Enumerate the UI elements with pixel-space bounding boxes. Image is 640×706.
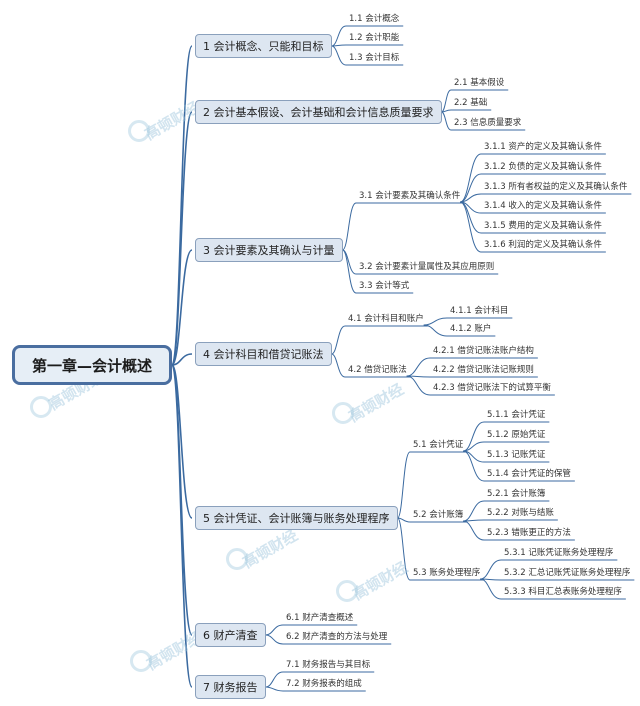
topic-1-3[interactable]: 1.3 会计目标 — [349, 53, 400, 63]
topic-4-2-3[interactable]: 4.2.3 借贷记账法下的试算平衡 — [433, 383, 551, 393]
connector-line — [463, 450, 485, 482]
connector-line — [331, 353, 346, 378]
branch-1-node[interactable]: 1 会计概念、只能和目标 — [195, 34, 332, 58]
topic-5-2-2[interactable]: 5.2.2 对账与结账 — [487, 508, 554, 518]
connector-line — [331, 325, 346, 355]
branch-4-node[interactable]: 4 会计科目和借贷记账法 — [195, 342, 332, 366]
topic-7-2[interactable]: 7.2 财务报表的组成 — [286, 679, 362, 689]
topic-5-3-2[interactable]: 5.3.2 汇总记账凭证账务处理程序 — [504, 568, 631, 578]
topic-5-2-3[interactable]: 5.2.3 错账更正的方法 — [487, 528, 571, 538]
topic-5-1-2[interactable]: 5.1.2 原始凭证 — [487, 430, 546, 440]
branch-3-node[interactable]: 3 会计要素及其确认与计量 — [195, 238, 343, 262]
connector-line — [331, 25, 347, 47]
topic-4-1-1[interactable]: 4.1.1 会计科目 — [450, 306, 509, 316]
connector-line — [342, 249, 357, 275]
topic-1-1[interactable]: 1.1 会计概念 — [349, 14, 400, 24]
connector-line — [265, 686, 284, 692]
topic-5-1-4[interactable]: 5.1.4 会计凭证的保管 — [487, 469, 571, 479]
connector-line — [460, 153, 482, 203]
topic-5-1-1[interactable]: 5.1.1 会计凭证 — [487, 410, 546, 420]
topic-4-1-2[interactable]: 4.1.2 账户 — [450, 324, 492, 334]
connector-line — [463, 441, 485, 452]
connector-line — [423, 317, 448, 326]
connector-line — [171, 364, 193, 688]
topic-3-3[interactable]: 3.3 会计等式 — [359, 281, 410, 291]
topic-2-1[interactable]: 2.1 基本假设 — [454, 78, 505, 88]
watermark-logo-icon — [336, 580, 358, 602]
connector-line — [480, 559, 502, 580]
topic-5-2[interactable]: 5.2 会计账簿 — [413, 510, 464, 520]
branch-5-node[interactable]: 5 会计凭证、会计账簿与账务处理程序 — [195, 506, 398, 530]
connector-line — [342, 249, 357, 294]
topic-4-2-2[interactable]: 4.2.2 借贷记账法记账规则 — [433, 365, 534, 375]
watermark-logo-icon — [128, 120, 150, 142]
connector-line — [397, 517, 411, 581]
topic-5-1[interactable]: 5.1 会计凭证 — [413, 440, 464, 450]
connector-line — [265, 671, 284, 688]
connector-line — [406, 375, 431, 396]
topic-4-1[interactable]: 4.1 会计科目和账户 — [348, 314, 424, 324]
connector-line — [171, 111, 193, 366]
topic-6-2[interactable]: 6.2 财产清查的方法与处理 — [286, 632, 388, 642]
topic-7-1[interactable]: 7.1 财务报告与其目标 — [286, 660, 371, 670]
topic-1-2[interactable]: 1.2 会计职能 — [349, 33, 400, 43]
topic-6-1[interactable]: 6.1 财产清查概述 — [286, 613, 354, 623]
connector-line — [441, 111, 452, 131]
watermark-logo-icon — [130, 650, 152, 672]
branch-6-node[interactable]: 6 财产清查 — [195, 623, 266, 647]
connector-line — [171, 364, 193, 636]
topic-5-3[interactable]: 5.3 账务处理程序 — [413, 568, 481, 578]
connector-line — [406, 357, 431, 377]
connector-line — [459, 201, 482, 253]
topic-2-3[interactable]: 2.3 信息质量要求 — [454, 118, 522, 128]
connector-line — [265, 624, 284, 636]
watermark-logo-icon — [30, 396, 52, 418]
branch-7-node[interactable]: 7 财务报告 — [195, 675, 266, 699]
connector-line — [342, 202, 357, 251]
connector-line — [460, 173, 482, 203]
connector-line — [463, 500, 485, 522]
watermark-logo-icon — [226, 548, 248, 570]
topic-3-1-3[interactable]: 3.1.3 所有者权益的定义及其确认条件 — [484, 182, 628, 192]
connector-line — [463, 421, 485, 452]
root-node[interactable]: 第一章—会计概述 — [12, 345, 172, 385]
connector-line — [171, 249, 193, 366]
branch-2-node[interactable]: 2 会计基本假设、会计基础和会计信息质量要求 — [195, 100, 442, 124]
connector-line — [480, 578, 502, 600]
topic-3-1-2[interactable]: 3.1.2 负债的定义及其确认条件 — [484, 162, 602, 172]
topic-5-3-3[interactable]: 5.3.3 科目汇总表账务处理程序 — [504, 587, 622, 597]
topic-3-1-1[interactable]: 3.1.1 资产的定义及其确认条件 — [484, 142, 602, 152]
topic-4-2-1[interactable]: 4.2.1 借贷记账法账户结构 — [433, 346, 534, 356]
connector-line — [331, 45, 347, 66]
connector-line — [423, 324, 448, 337]
connector-line — [441, 89, 452, 113]
topic-5-1-3[interactable]: 5.1.3 记账凭证 — [487, 450, 546, 460]
connector-line — [463, 520, 485, 541]
topic-3-1-5[interactable]: 3.1.5 费用的定义及其确认条件 — [484, 221, 602, 231]
topic-5-3-1[interactable]: 5.3.1 记账凭证账务处理程序 — [504, 548, 614, 558]
topic-5-2-1[interactable]: 5.2.1 会计账簿 — [487, 489, 546, 499]
connector-line — [265, 634, 284, 645]
connector-line — [397, 451, 411, 519]
topic-4-2[interactable]: 4.2 借贷记账法 — [348, 365, 407, 375]
watermark-logo-icon — [332, 402, 354, 424]
topic-3-2[interactable]: 3.2 会计要素计量属性及其应用原则 — [359, 262, 495, 272]
connector-line — [171, 353, 193, 366]
topic-3-1-6[interactable]: 3.1.6 利润的定义及其确认条件 — [484, 240, 602, 250]
connector-line — [397, 517, 411, 523]
topic-3-1-4[interactable]: 3.1.4 收入的定义及其确认条件 — [484, 201, 602, 211]
topic-3-1[interactable]: 3.1 会计要素及其确认条件 — [359, 191, 461, 201]
topic-2-2[interactable]: 2.2 基础 — [454, 98, 488, 108]
